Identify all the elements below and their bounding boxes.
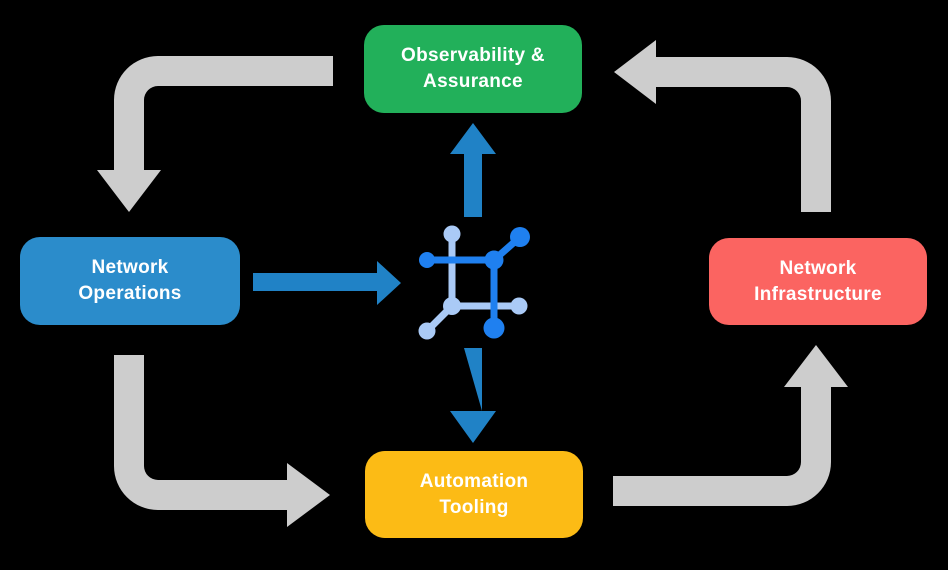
node-network-infrastructure: Network Infrastructure [709,238,927,325]
node-label: Observability & Assurance [401,45,545,92]
arrow-shape [253,261,401,305]
node-label: Automation Tooling [419,470,529,518]
node-observability-assurance: Observability & Assurance [364,25,582,113]
arrow-automation-to-infrastructure [613,345,848,506]
node-label: Network Operations [78,257,182,304]
arrow-shape [614,40,831,212]
icon-node-dot [418,322,436,340]
arrow-infrastructure-to-observability [614,40,831,212]
icon-node-dot [510,297,528,315]
icon-node-dot [483,317,505,339]
arrow-observability-to-operations [97,56,333,212]
arrow-operations-to-platform [253,261,401,305]
icon-node-dot [443,225,461,243]
network-platform-icon [418,225,530,340]
arrow-shape [613,345,848,506]
arrow-shape [450,123,496,217]
node-automation-tooling: Automation Tooling [365,451,583,538]
arrow-shape [114,355,330,527]
icon-node-dot [419,252,435,268]
node-network-operations: Network Operations [20,237,240,325]
icon-node-dot [443,297,461,315]
arrow-operations-to-automation [114,355,330,527]
arrow-shape [450,348,496,443]
icon-node-dot [484,250,504,270]
icon-node-dot [510,227,530,247]
arrow-shape [97,56,333,212]
arrow-platform-to-automation [450,348,496,443]
node-label: Network Infrastructure [754,257,882,305]
arrow-platform-to-observability [450,123,496,217]
